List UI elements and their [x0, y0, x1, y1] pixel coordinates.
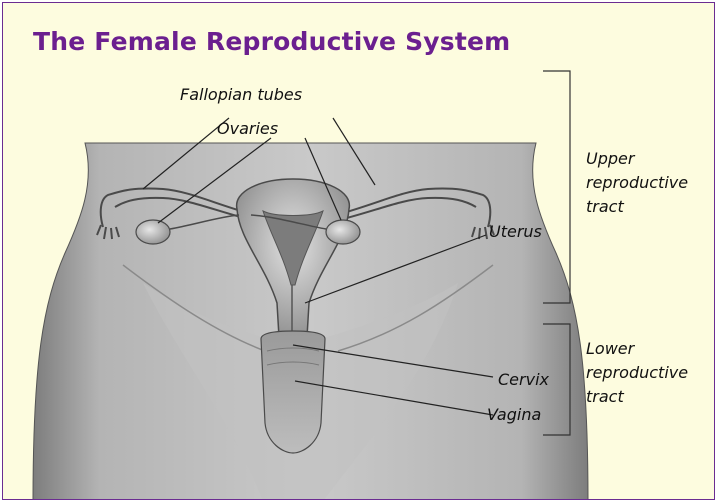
label-cervix: Cervix	[498, 370, 549, 389]
upper-tract-line-1: Upper	[586, 147, 688, 171]
lower-tract-line-1: Lower	[586, 337, 688, 361]
vagina-drawing	[261, 331, 325, 453]
figure-frame: The Female Reproductive System Fallopian…	[2, 2, 715, 500]
label-fallopian-tubes: Fallopian tubes	[180, 85, 302, 104]
upper-tract-line-3: tract	[586, 195, 688, 219]
upper-tract-label: Upper reproductive tract	[586, 147, 688, 219]
lower-tract-line-3: tract	[586, 385, 688, 409]
lower-tract-line-2: reproductive	[586, 361, 688, 385]
lower-tract-label: Lower reproductive tract	[586, 337, 688, 409]
label-ovaries: Ovaries	[217, 119, 278, 138]
label-vagina: Vagina	[487, 405, 541, 424]
anatomy-illustration	[3, 3, 715, 500]
upper-tract-line-2: reproductive	[586, 171, 688, 195]
label-uterus: Uterus	[489, 222, 542, 241]
figure-title: The Female Reproductive System	[33, 27, 510, 56]
